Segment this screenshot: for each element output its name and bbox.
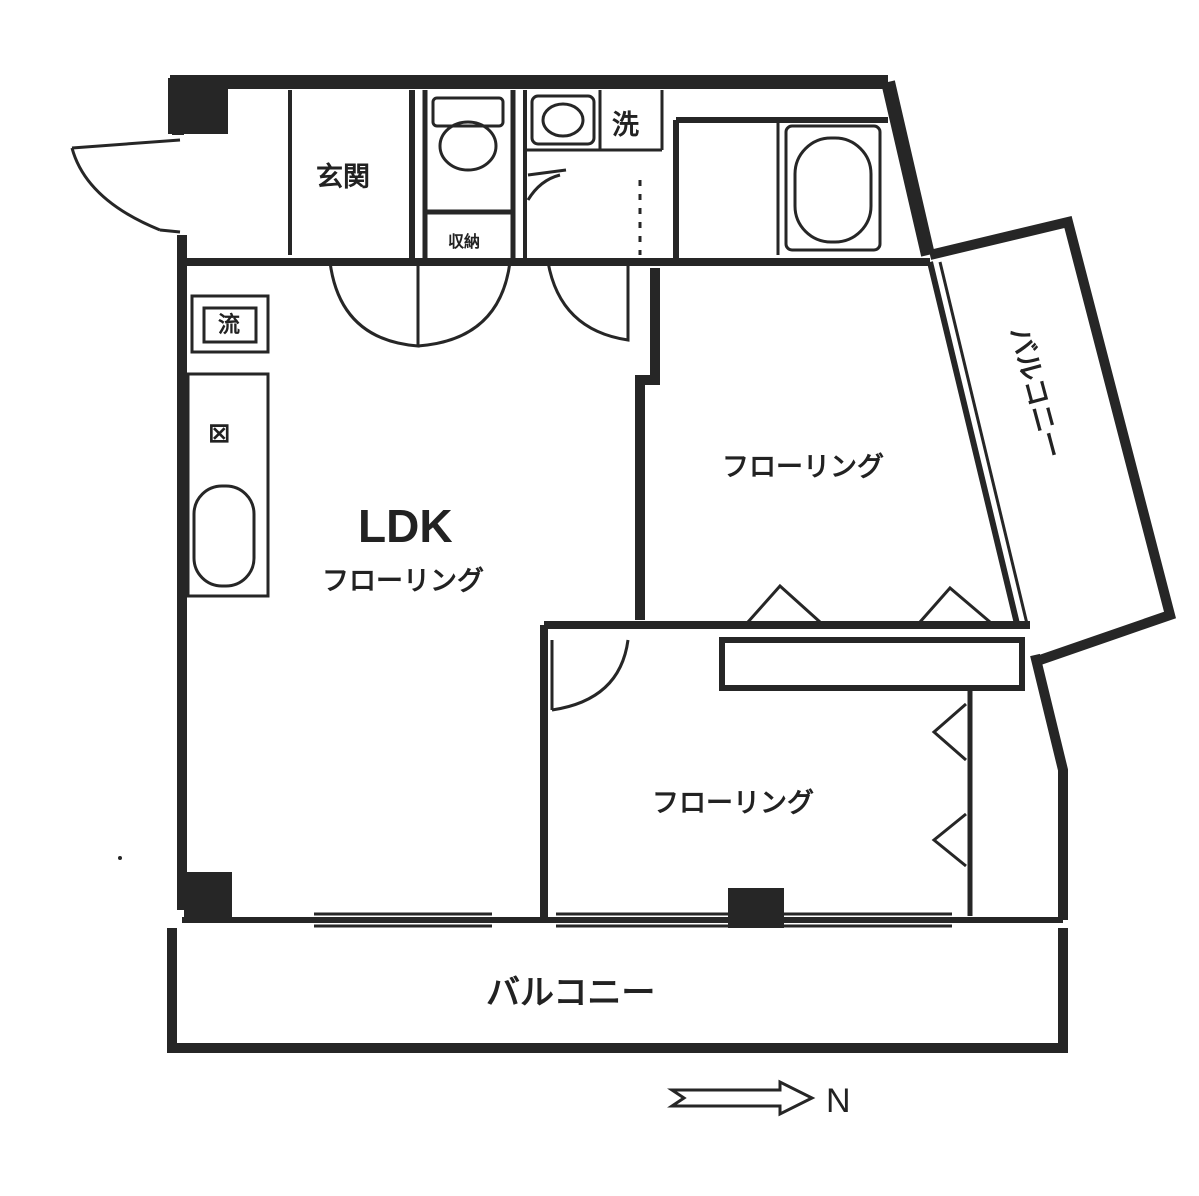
- range-label: ⊠: [208, 418, 231, 449]
- kitchen-sink-label: 流: [218, 312, 240, 338]
- closet-strip: [719, 637, 1025, 691]
- service-doors: [328, 180, 642, 348]
- bottom-balcony-label: バルコニー: [486, 973, 655, 1013]
- wash-basin-fixture: [526, 94, 596, 201]
- columns: [168, 78, 784, 928]
- scan-dot: [662, 1044, 666, 1048]
- toilet-fixture: [431, 96, 505, 172]
- room-upper-floor-label: フローリング: [722, 451, 884, 483]
- side-balcony: [928, 215, 1176, 665]
- lower-room: [550, 639, 973, 928]
- upper-room: [746, 261, 1030, 629]
- ldk-walls: [540, 268, 1030, 920]
- entry-door: [70, 138, 181, 234]
- ldk-bottom-window: [314, 912, 492, 928]
- wash-label: 洗: [612, 110, 639, 141]
- outer-walls: [170, 75, 1068, 923]
- side-balcony-label: バルコニー: [1003, 324, 1068, 462]
- service-area: [182, 90, 930, 266]
- room-lower-floor-label: フローリング: [652, 787, 814, 819]
- north-arrow-icon: [667, 1079, 816, 1117]
- entrance-label: 玄関: [316, 161, 370, 193]
- kitchen-counter: [186, 294, 270, 598]
- bathtub-fixture: [784, 124, 882, 252]
- ldk-floor-label: フローリング: [322, 565, 484, 597]
- storage-label: 収納: [448, 232, 480, 251]
- north-label: N: [826, 1082, 851, 1120]
- scan-dot: [118, 856, 122, 860]
- ldk-label: LDK: [358, 500, 453, 552]
- bottom-balcony: [167, 928, 1068, 1053]
